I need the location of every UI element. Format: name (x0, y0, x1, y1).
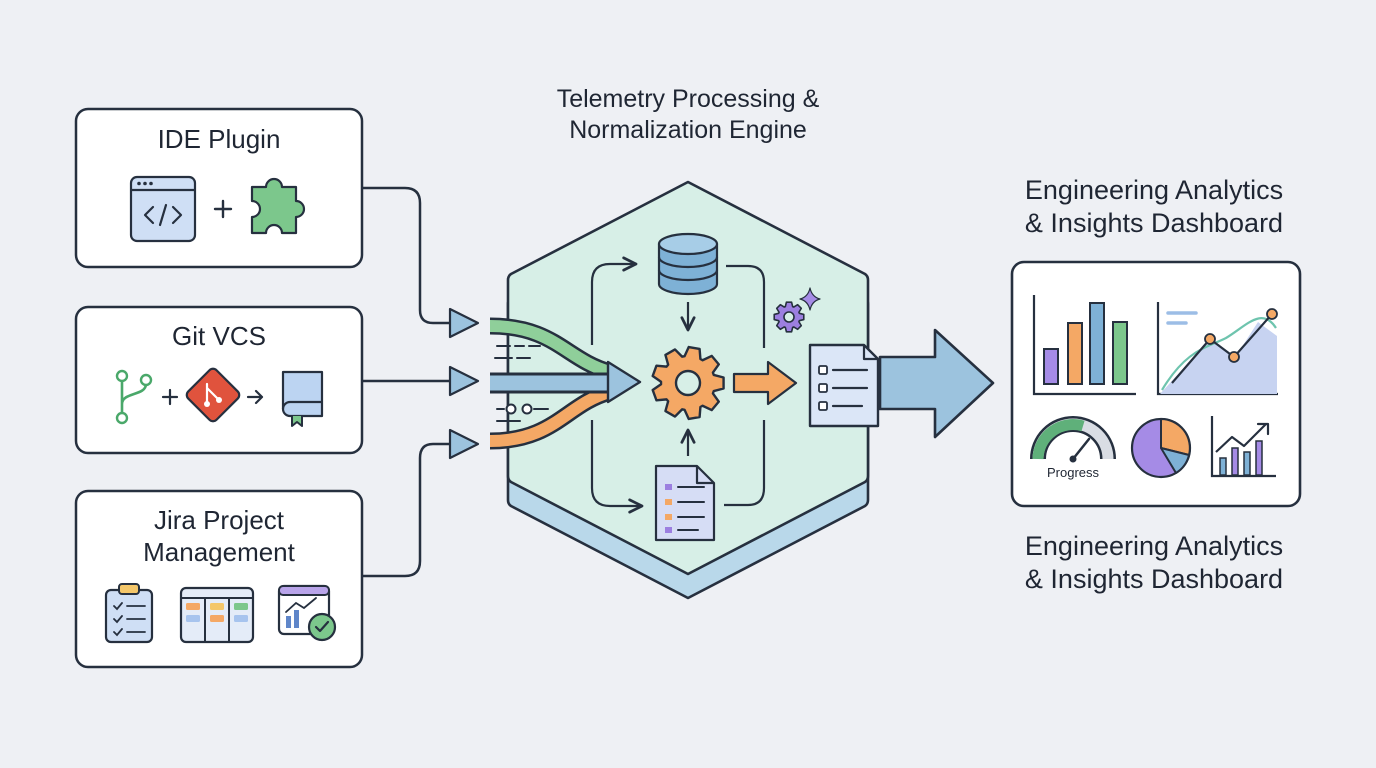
dashboard-title-bottom: Engineering Analytics & Insights Dashboa… (1024, 531, 1284, 594)
gauge-icon (1030, 416, 1116, 463)
pie-chart-icon (1130, 417, 1192, 479)
trend-chart-icon (1210, 416, 1276, 478)
engine-loop-arrows (590, 256, 766, 514)
output-report-icon (808, 343, 880, 428)
document-icon (654, 464, 716, 542)
clipboard-icon (104, 583, 154, 644)
line-chart-icon (1156, 302, 1278, 396)
connector-ide (362, 186, 480, 339)
connector-jira (362, 428, 480, 578)
data-flow-streams (489, 317, 642, 450)
gear-icon (651, 345, 725, 421)
book-icon (281, 370, 324, 427)
ide-plugin-title: IDE Plugin (157, 124, 281, 154)
jira-title: Jira Project Management (143, 505, 295, 567)
bar-chart-icon (1032, 295, 1136, 396)
kanban-board-icon (179, 586, 255, 644)
arrow-right-icon (246, 389, 264, 405)
dashboard-title-top: Engineering Analytics & Insights Dashboa… (1024, 175, 1284, 238)
git-icon (185, 367, 241, 423)
gauge-label: Progress (1047, 465, 1100, 480)
git-vcs-title: Git VCS (172, 321, 266, 351)
puzzle-icon (250, 177, 306, 235)
database-icon (657, 232, 719, 296)
branch-icon (115, 369, 153, 425)
report-check-icon (277, 584, 337, 642)
plus-icon (213, 199, 233, 219)
code-window-icon (129, 175, 197, 243)
sparkle-gear-icon (773, 287, 821, 333)
gear-to-output-arrow (732, 360, 798, 406)
engine-title: Telemetry Processing & Normalization Eng… (556, 85, 820, 144)
engine-to-dashboard-arrow (878, 328, 995, 439)
connector-git (362, 365, 480, 397)
plus-icon (161, 388, 179, 406)
